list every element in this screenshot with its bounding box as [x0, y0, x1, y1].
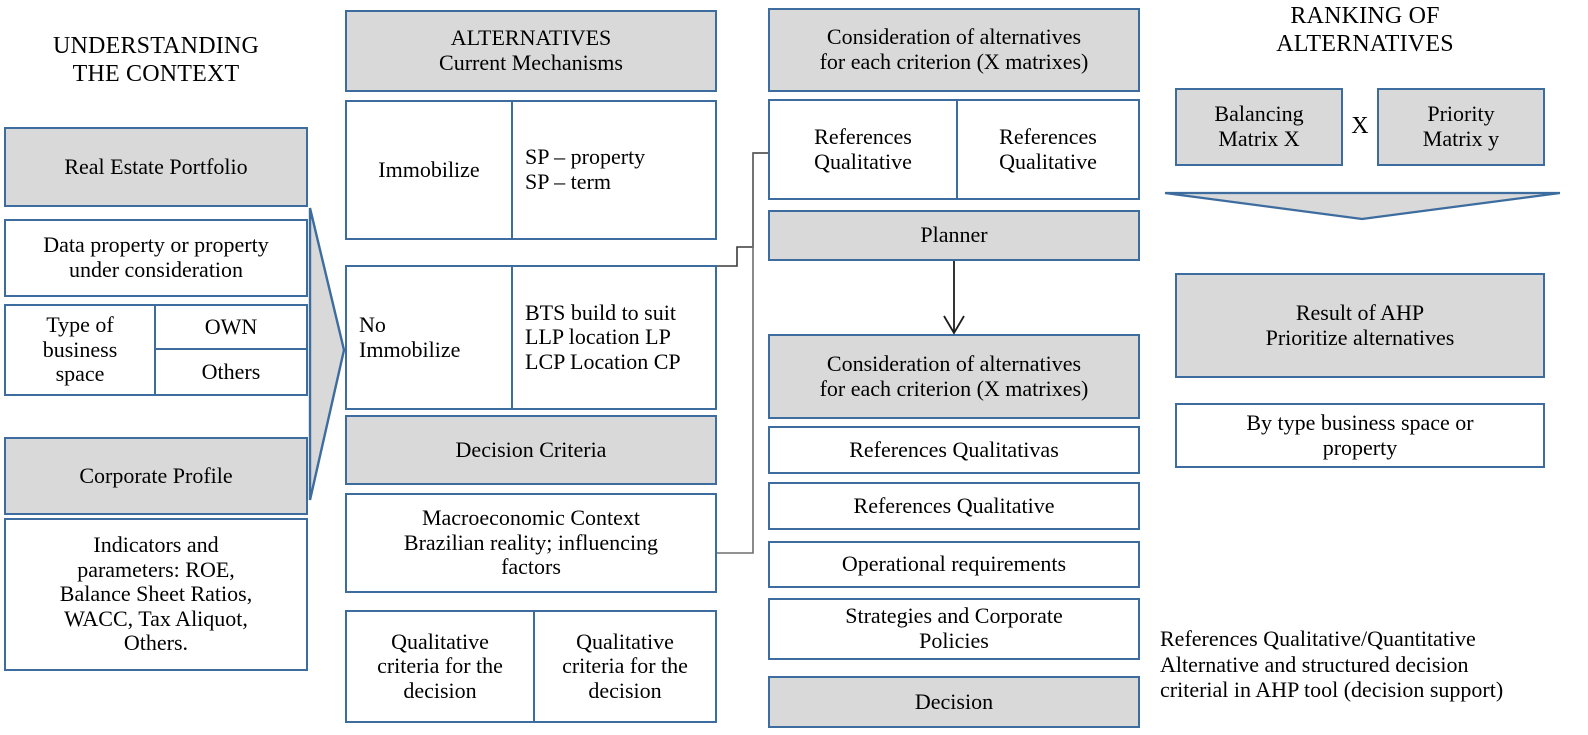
cell-type-of-business-space[interactable]: Type of business space [42, 312, 118, 387]
box-data-property[interactable]: Data property or property under consider… [4, 219, 308, 297]
cell-own[interactable]: OWN [154, 306, 306, 350]
connector-macroeconomic-to-column3 [717, 153, 754, 554]
box-result-of-ahp[interactable]: Result of AHP Prioritize alternatives [1175, 273, 1545, 378]
cell-no-immobilize-items[interactable]: BTS build to suit LLP location LP LCP Lo… [511, 267, 715, 408]
cell-references-qualitative-left[interactable]: References Qualitative [814, 123, 912, 174]
box-indicators-parameters[interactable]: Indicators and parameters: ROE, Balance … [4, 518, 308, 671]
box-planner[interactable]: Planner [768, 210, 1140, 261]
cell-immobilize-items[interactable]: SP – property SP – term [511, 102, 715, 238]
box-operational-requirements[interactable]: Operational requirements [768, 541, 1140, 588]
box-strategies-policies[interactable]: Strategies and Corporate Policies [768, 598, 1140, 660]
cell-qualitative-criteria-right[interactable]: Qualitative criteria for the decision [533, 612, 715, 721]
arrow-context-to-alternatives [308, 207, 346, 501]
connector-no-immobilize-to-references [717, 152, 768, 267]
group-type-of-business-space: Type of business space OWN Others [4, 304, 308, 396]
cell-references-qualitative-right[interactable]: References Qualitative [956, 101, 1138, 198]
col1-heading: UNDERSTANDING THE CONTEXT [52, 33, 259, 88]
box-references-qualitative[interactable]: References Qualitative [768, 482, 1140, 530]
box-balancing-matrix[interactable]: Balancing Matrix X [1175, 88, 1343, 166]
box-macroeconomic-context[interactable]: Macroeconomic Context Brazilian reality;… [345, 493, 717, 593]
box-alternatives-header[interactable]: ALTERNATIVES Current Mechanisms [345, 10, 717, 92]
arrow-matrices-to-result [1164, 191, 1561, 221]
cell-immobilize-label[interactable]: Immobilize [378, 156, 480, 182]
box-corporate-profile[interactable]: Corporate Profile [4, 437, 308, 515]
box-priority-matrix[interactable]: Priority Matrix y [1377, 88, 1545, 166]
box-decision[interactable]: Decision [768, 676, 1140, 728]
box-consideration-top[interactable]: Consideration of alternatives for each c… [768, 8, 1140, 92]
box-by-type-business-space[interactable]: By type business space or property [1175, 403, 1545, 468]
arrow-planner-to-consideration-head [943, 315, 965, 335]
box-references-qualitativas[interactable]: References Qualitativas [768, 426, 1140, 474]
col4-footnote: References Qualitative/Quantitative Alte… [1160, 626, 1504, 703]
box-real-estate-portfolio[interactable]: Real Estate Portfolio [4, 127, 308, 207]
box-consideration-bottom[interactable]: Consideration of alternatives for each c… [768, 334, 1140, 419]
group-references-qualitative-pair: References Qualitative References Qualit… [768, 99, 1140, 200]
box-decision-criteria[interactable]: Decision Criteria [345, 415, 717, 485]
cell-others[interactable]: Others [154, 350, 306, 394]
cell-no-immobilize-label[interactable]: No Immobilize [359, 311, 461, 362]
group-qualitative-criteria: Qualitative criteria for the decision Qu… [345, 610, 717, 723]
cell-qualitative-criteria-left[interactable]: Qualitative criteria for the decision [377, 628, 503, 703]
group-no-immobilize: No Immobilize BTS build to suit LLP loca… [345, 265, 717, 410]
col4-heading: RANKING OF ALTERNATIVES [1276, 3, 1454, 58]
group-immobilize: Immobilize SP – property SP – term [345, 100, 717, 240]
multiply-symbol: X [1351, 113, 1369, 139]
